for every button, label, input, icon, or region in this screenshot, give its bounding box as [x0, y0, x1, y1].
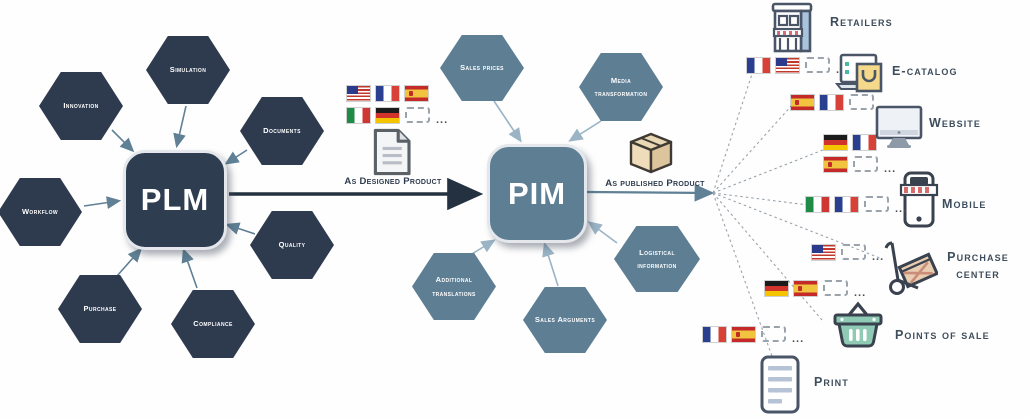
flag-other-icon — [853, 156, 878, 172]
flag-us-icon — [812, 244, 835, 260]
website-flags: ... — [824, 135, 896, 178]
storefront-icon — [770, 2, 816, 54]
points-of-sale-flags: ... — [765, 280, 866, 302]
hand-truck-icon — [884, 240, 940, 296]
purchase-center-flags: ... — [812, 244, 884, 266]
channel-label-print: Print — [814, 375, 849, 389]
flag-de-icon — [824, 135, 847, 150]
laptop-shopping-bag-icon — [834, 53, 885, 93]
flag-de-icon — [765, 280, 788, 296]
flag-fr-icon — [376, 86, 399, 101]
mobile-store-icon — [898, 171, 940, 229]
flag-other-icon — [864, 196, 889, 212]
flag-other-icon — [761, 326, 786, 342]
plm-title: PLM — [140, 182, 210, 217]
hexagon-label: Innovation — [63, 101, 99, 111]
flag-es-icon — [732, 326, 755, 342]
flag-fr-icon — [747, 57, 770, 73]
pim-node: PIM — [487, 144, 587, 243]
flag-es-icon — [405, 86, 428, 101]
flag-es-icon — [794, 280, 817, 296]
flag-fr-icon — [853, 135, 876, 150]
flag-fr-icon — [835, 196, 858, 212]
flag-es-icon — [791, 94, 814, 110]
designed-product-flags: ... — [347, 86, 448, 129]
flag-other-icon — [849, 94, 874, 110]
flag-fr-icon — [820, 94, 843, 110]
hexagon-label: Quality — [278, 240, 306, 250]
hexagon-label: Purchase — [83, 304, 117, 314]
flag-it-icon — [347, 107, 370, 123]
flag-es-icon — [824, 156, 847, 172]
hexagon-label: Media transformation — [594, 75, 648, 99]
published-product-label: As published Product — [605, 178, 705, 189]
channel-label-website: Website — [929, 116, 982, 130]
hexagon-label: Additional translations — [432, 275, 476, 298]
retailers-flags: ... — [747, 57, 848, 79]
desktop-monitor-icon — [875, 105, 923, 149]
hexagon-label: Documents — [263, 126, 301, 136]
hexagon-label: Compliance — [193, 319, 233, 329]
plm-node: PLM — [123, 150, 227, 250]
print-document-icon — [758, 355, 802, 415]
hexagon-label: Logistical information — [637, 247, 677, 271]
hexagon-label: Sales Arguments — [534, 315, 596, 325]
flag-us-icon — [347, 86, 370, 101]
channel-label-retailers: Retailers — [830, 15, 893, 29]
flag-other-icon — [805, 57, 830, 73]
flag-other-icon — [405, 107, 430, 123]
flag-fr-icon — [703, 326, 726, 342]
hexagon-label: Workflow — [21, 207, 59, 217]
designed-product-label: As Designed Product — [344, 176, 442, 187]
pim-title: PIM — [507, 175, 567, 211]
flag-other-icon — [841, 244, 866, 260]
package-icon — [628, 131, 674, 175]
document-icon — [364, 128, 418, 176]
channel-label-points-of-sale: Points of sale — [895, 328, 990, 342]
shopping-basket-icon — [829, 300, 887, 350]
hexagon-label: Sales prices — [460, 63, 504, 73]
mobile-flags: ... — [806, 196, 907, 218]
print-flags: ... — [703, 326, 804, 348]
hexagon-label: Simulation — [169, 65, 207, 75]
flag-other-icon — [823, 280, 848, 296]
flag-it-icon — [806, 196, 829, 212]
flag-de-icon — [376, 107, 399, 123]
channel-label-e-catalog: E-catalog — [892, 64, 958, 78]
flag-us-icon — [776, 57, 799, 73]
channel-label-mobile: Mobile — [942, 197, 987, 211]
channel-label-purchase-center: Purchase center — [947, 250, 1009, 281]
